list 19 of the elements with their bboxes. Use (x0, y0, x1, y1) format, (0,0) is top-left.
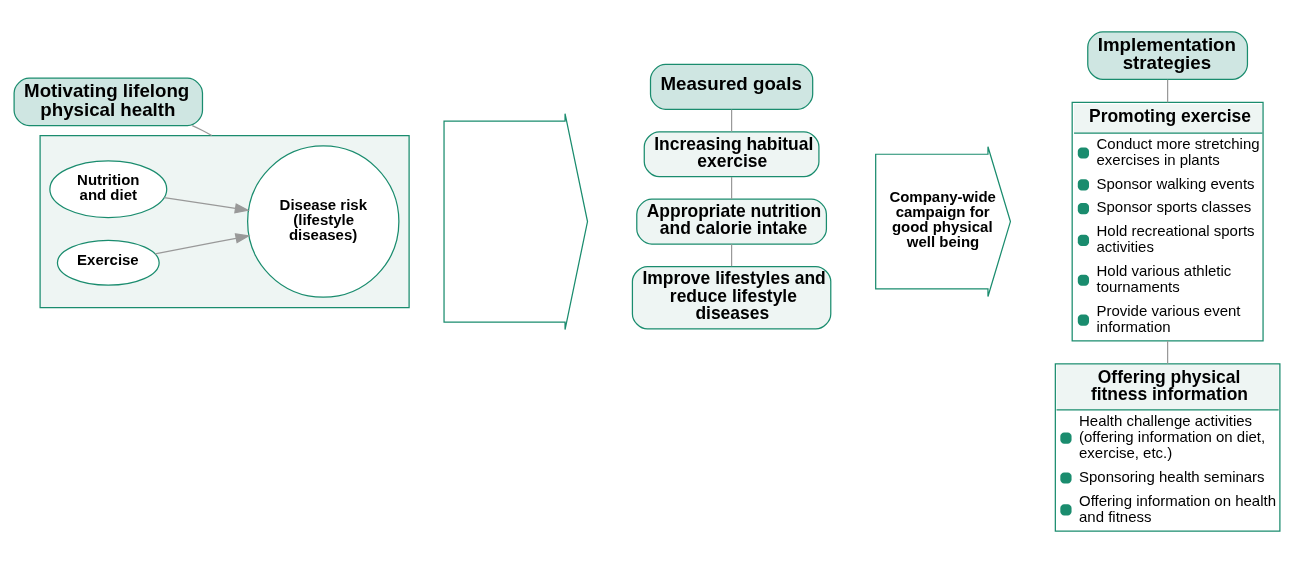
connector (1167, 79, 1169, 103)
arrow (154, 233, 251, 255)
connector (191, 125, 213, 137)
node-box: Increasing habitual exercise (643, 131, 820, 178)
node-arrow (443, 113, 589, 331)
node-box: Measured goals (649, 63, 814, 110)
node-ellipse: Nutrition and diet (49, 160, 168, 219)
arrow (163, 196, 250, 214)
node-box: Implementation strategies (1087, 31, 1249, 81)
cluster (39, 134, 410, 309)
node-box: Motivating lifelong physical health (13, 77, 204, 127)
connector (730, 243, 733, 267)
connector (1167, 340, 1169, 365)
node-box: Improve lifestyles and reduce lifestyle diseases (631, 265, 832, 330)
node-ellipse: Exercise (56, 239, 160, 286)
node-box: Appropriate nutrition and calorie intake (636, 198, 828, 245)
connector (730, 108, 733, 133)
node-circle: Disease risk (lifestyle diseases) (247, 145, 400, 298)
connector (730, 176, 733, 200)
